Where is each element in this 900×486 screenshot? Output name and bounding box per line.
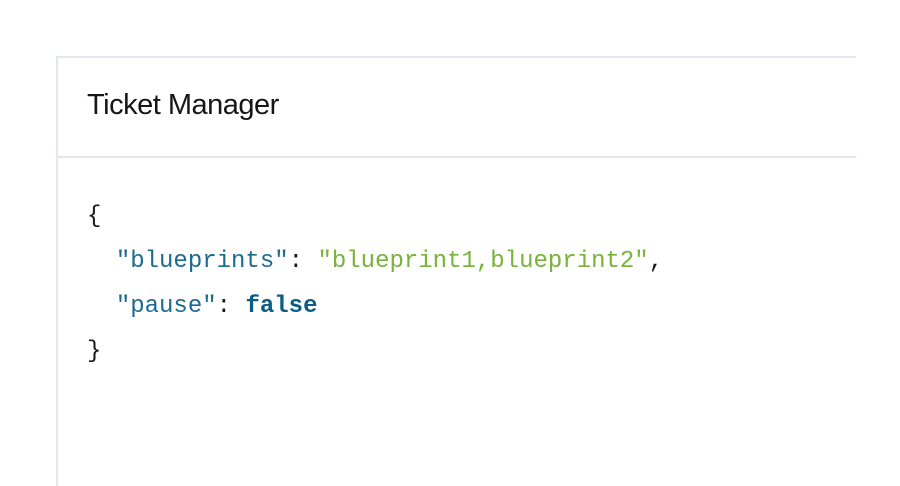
json-value-blueprints: "blueprint1,blueprint2"	[317, 248, 649, 275]
card-title: Ticket Manager	[87, 88, 279, 121]
open-brace: {	[87, 203, 102, 230]
json-value-pause: false	[245, 293, 318, 320]
card-header: Ticket Manager	[58, 58, 856, 158]
card-body: { "blueprints": "blueprint1,blueprint2",…	[58, 158, 856, 374]
close-brace: }	[87, 338, 102, 365]
json-code-block: { "blueprints": "blueprint1,blueprint2",…	[87, 203, 664, 365]
json-key-pause: "pause"	[115, 293, 217, 320]
comma: ,	[648, 248, 664, 275]
ticket-manager-card: Ticket Manager { "blueprints": "blueprin…	[56, 56, 856, 486]
json-key-blueprints: "blueprints"	[115, 248, 289, 275]
